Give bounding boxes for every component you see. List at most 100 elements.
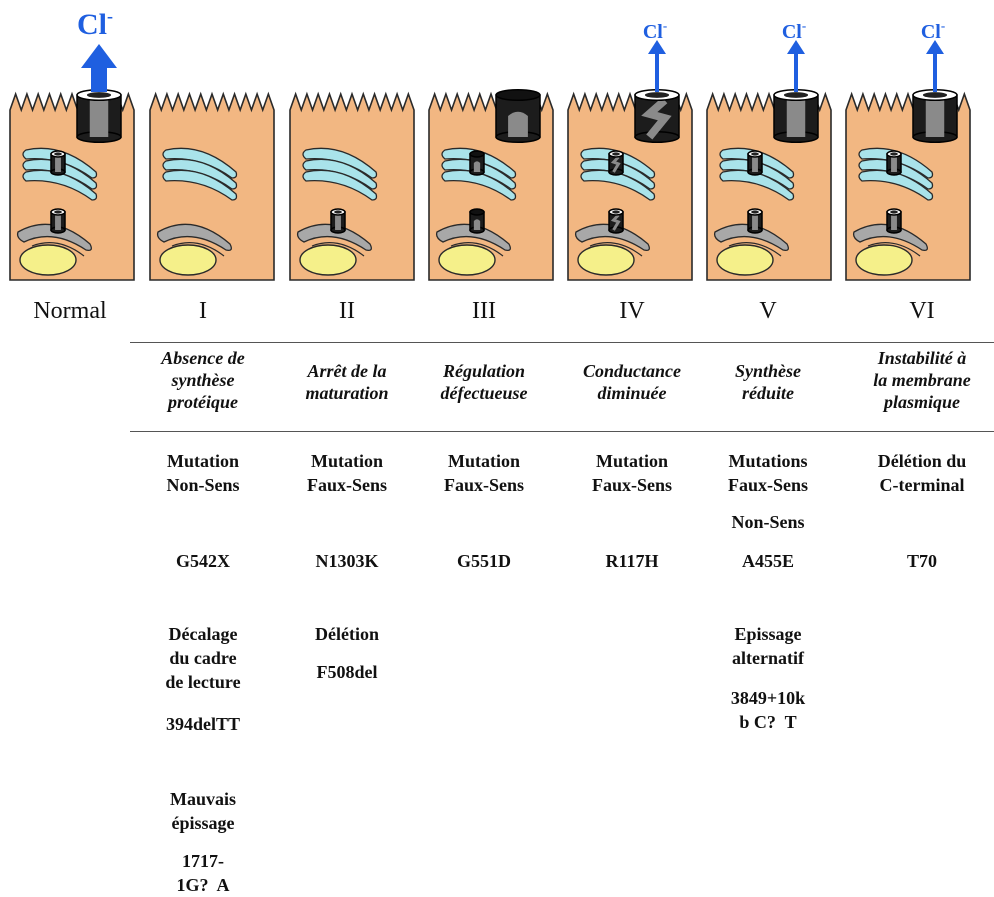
endoplasmic-reticulum [156,223,232,252]
mutation-line: b C? T [739,712,797,732]
cftr-membrane-III [495,88,541,144]
chloride-label: Cl- [921,18,945,43]
golgi-apparatus [719,147,795,201]
class-label-II: II [339,298,355,324]
mutation-entry: G551D [419,549,549,573]
cell-I [149,91,275,281]
golgi-apparatus [580,147,656,201]
mutation-line: du cadre [169,648,237,668]
class-label-VI: VI [909,298,935,324]
mechanism-line: Synthèse [734,361,801,381]
class-label-I: I [199,298,207,324]
cftr-membrane-IV [634,88,680,144]
cftr-membrane-normal [76,88,122,144]
mechanism-line: maturation [305,383,389,403]
golgi-apparatus [441,147,517,201]
mutation-line: Faux-Sens [591,475,672,495]
mutation-line: alternatif [732,648,804,668]
mutation-line: Faux-Sens [443,475,524,495]
chloride-label: Cl- [643,18,667,43]
mechanism-line: protéique [168,392,238,412]
mutation-entry: 1717- 1G? A [138,849,268,897]
divider-bottom [130,431,994,432]
nucleus [19,244,77,276]
mutation-entry: Mauvais épissage [138,787,268,835]
mutation-line: 394delTT [165,714,240,734]
mutation-line: Faux-Sens [727,475,808,495]
mutation-line: Délétion [315,624,379,644]
mechanism-line: Régulation [442,361,526,381]
cftr-er-IV [608,208,624,234]
nucleus [299,244,357,276]
cftr-golgi-III [469,150,485,176]
class-label-V: V [759,298,777,324]
mutation-line: Mutation [596,451,668,471]
mutation-line: Délétion du [877,451,967,471]
nucleus [855,244,913,276]
mutation-entry: Délétion du C-terminal [857,449,987,497]
cftr-membrane-V [773,88,819,144]
nucleus [159,244,217,276]
class-label-normal: Normal [33,298,107,324]
mutation-line: T70 [906,551,937,571]
cftr-er-VI [886,208,902,234]
mechanism-line: la membrane [873,370,971,390]
cftr-golgi-IV [608,150,624,176]
cftr-membrane-VI [912,88,958,144]
mechanism-line: plasmique [883,392,960,412]
class-label-III: III [472,298,496,324]
golgi-apparatus [162,147,238,201]
cftr-er-II [330,208,346,234]
mechanism-line: Instabilité à [877,348,967,368]
mutation-entry: T70 [857,549,987,573]
mutation-line: Mauvais [169,789,236,809]
mutation-entry: N1303K [282,549,412,573]
nucleus [577,244,635,276]
mutation-line: épissage [171,813,235,833]
mechanism-line: réduite [742,383,794,403]
mutation-line: 1G? A [176,875,230,895]
cftr-golgi-V [747,150,763,176]
mechanism-line: Arrêt de la [307,361,387,381]
divider-top [130,342,994,343]
cftr-golgi-VI [886,150,902,176]
cftr-er-V [747,208,763,234]
mechanism-line: Conductance [582,361,681,381]
mutation-line: Non-Sens [166,475,240,495]
mutation-line: Mutation [448,451,520,471]
golgi-apparatus [22,147,98,201]
chloride-label: Cl- [782,18,806,43]
nucleus [716,244,774,276]
mutation-entry: Délétion [282,622,412,646]
mutation-line: C-terminal [879,475,965,495]
mutation-line: Décalage [168,624,238,644]
chloride-arrow-VI [926,40,944,92]
mutation-entry: 3849+10k b C? T [703,686,833,734]
mutation-line: 3849+10k [730,688,806,708]
mutation-entry: F508del [282,660,412,684]
mutation-line: Mutation [311,451,383,471]
mechanism-line: Absence de [161,348,245,368]
mutation-line: 1717- [182,851,224,871]
mechanism-line: défectueuse [440,383,528,403]
chloride-arrow-V [787,40,805,92]
cftr-er-normal [50,208,66,234]
chloride-label: Cl- [77,6,113,41]
mutation-line: Faux-Sens [306,475,387,495]
chloride-arrow-IV [648,40,666,92]
golgi-apparatus [302,147,378,201]
mutation-line: R117H [605,551,659,571]
mutation-line: F508del [316,662,378,682]
